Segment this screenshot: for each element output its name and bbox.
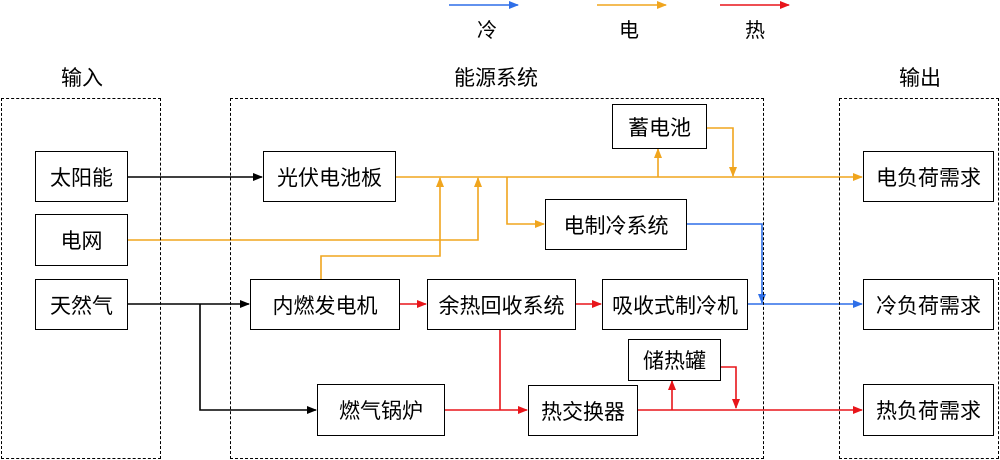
legend-electric-label: 电 xyxy=(619,18,639,42)
input-region xyxy=(1,98,161,459)
flow-grid-to-bus xyxy=(127,177,482,241)
node-heat-storage: 储热罐 xyxy=(628,339,721,381)
node-natural-gas: 天然气 xyxy=(35,279,128,330)
flow-electric-chiller-to-cooling xyxy=(686,223,766,304)
node-heat-exchanger: 热交换器 xyxy=(528,385,638,436)
node-pv-panel: 光伏电池板 xyxy=(263,151,396,202)
node-solar: 太阳能 xyxy=(35,151,128,202)
node-absorption-chiller: 吸收式制冷机 xyxy=(602,279,748,330)
node-battery: 蓄电池 xyxy=(612,104,707,149)
node-electric-load: 电负荷需求 xyxy=(863,151,994,202)
node-gas-engine: 内燃发电机 xyxy=(250,279,400,330)
flow-engine-to-bus xyxy=(320,177,444,280)
system-region xyxy=(230,98,764,459)
flow-battery-to-bus xyxy=(706,127,737,177)
flow-gas-to-boiler xyxy=(199,304,317,414)
legend-heat-label: 热 xyxy=(745,18,765,42)
output-region xyxy=(839,98,999,459)
legend-cold-label: 冷 xyxy=(477,18,497,42)
region-title-output: 输出 xyxy=(899,66,941,90)
node-electric-chiller: 电制冷系统 xyxy=(545,199,687,250)
node-cooling-load: 冷负荷需求 xyxy=(863,279,994,330)
node-waste-heat-recovery: 余热回收系统 xyxy=(427,279,576,330)
node-gas-boiler: 燃气锅炉 xyxy=(317,384,445,436)
node-grid: 电网 xyxy=(35,214,128,266)
flow-storage-to-heat-load xyxy=(720,366,740,409)
region-title-system: 能源系统 xyxy=(454,66,538,90)
node-heat-load: 热负荷需求 xyxy=(863,384,994,436)
region-title-input: 输入 xyxy=(61,66,103,90)
flow-bus-to-electric-chiller xyxy=(506,177,545,228)
